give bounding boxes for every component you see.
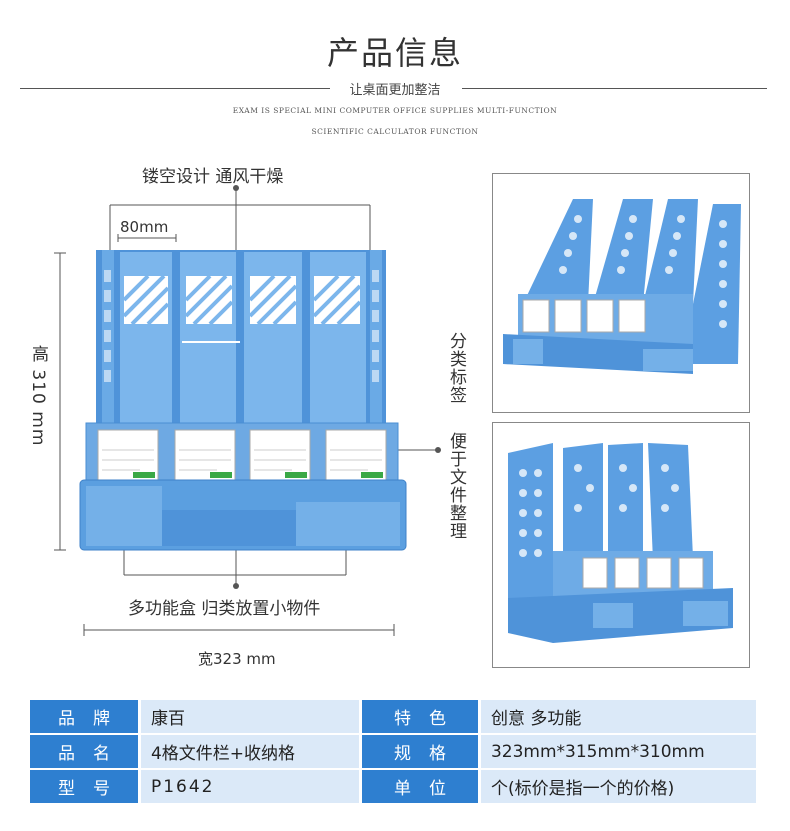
spec-row: 品牌 康百 特色 创意 多功能: [30, 700, 757, 733]
spec-value-brand: 康百: [140, 700, 360, 733]
spec-label-model: 型号: [30, 770, 138, 803]
spec-label-feature: 特色: [362, 700, 478, 733]
spec-label-size: 规格: [362, 735, 478, 768]
spec-label-brand: 品牌: [30, 700, 138, 733]
divider-right: [462, 88, 767, 89]
divider-left: [20, 88, 330, 89]
product-illustration: [54, 185, 441, 636]
spec-value-feature: 创意 多功能: [480, 700, 757, 733]
spec-value-unit: 个(标价是指一个的价格): [480, 770, 757, 803]
organize-callout: 便于文件整理: [446, 432, 466, 540]
product-photo-bottom: [492, 422, 750, 668]
storage-box-callout: 多功能盒 归类放置小物件: [128, 599, 321, 619]
page-subtitle: 让桌面更加整洁: [349, 83, 441, 98]
product-diagram: 镂空设计 通风干燥 80mm 高 310 mm 多功能盒 归类放置小物件 宽32…: [0, 150, 480, 690]
english-tagline-2: SCIENTIFIC CALCULATOR FUNCTION: [311, 127, 479, 136]
spec-table: 品牌 康百 特色 创意 多功能 品名 4格文件栏+收纳格 规格 323mm*31…: [30, 700, 757, 805]
height-dimension-label: 高 310 mm: [28, 345, 48, 447]
product-photo-top: [492, 173, 750, 413]
ventilation-callout: 镂空设计 通风干燥: [142, 167, 284, 187]
width-dimension-label: 宽323 mm: [198, 650, 276, 668]
spec-row: 型号 P1642 单位 个(标价是指一个的价格): [30, 770, 757, 803]
spec-value-name: 4格文件栏+收纳格: [140, 735, 360, 768]
page-title: 产品信息: [326, 34, 463, 72]
spec-value-model: P1642: [140, 770, 360, 803]
spec-row: 品名 4格文件栏+收纳格 规格 323mm*315mm*310mm: [30, 735, 757, 768]
label-callout: 分类标签: [446, 332, 466, 404]
spec-value-size: 323mm*315mm*310mm: [480, 735, 757, 768]
spec-label-unit: 单位: [362, 770, 478, 803]
english-tagline-1: EXAM IS SPECIAL MINI COMPUTER OFFICE SUP…: [232, 106, 558, 115]
spec-label-name: 品名: [30, 735, 138, 768]
slot-width-label: 80mm: [120, 218, 169, 236]
